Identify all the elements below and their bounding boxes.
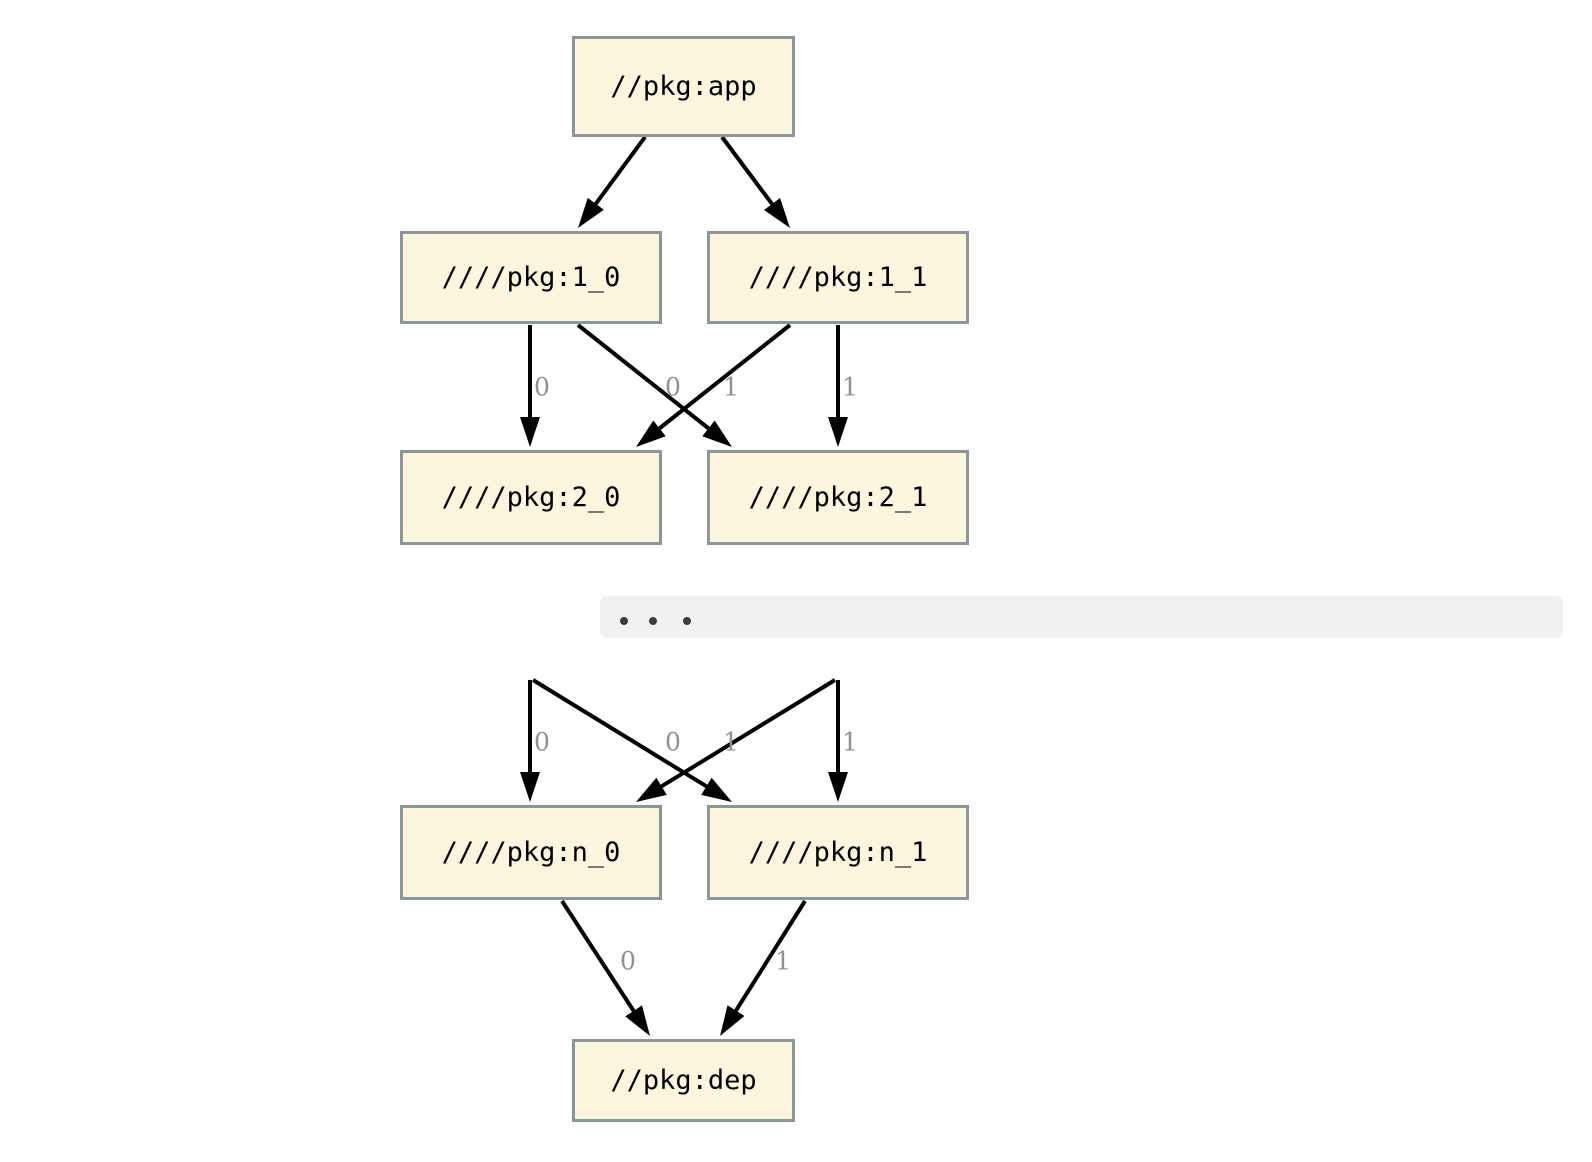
edge-label: 0 <box>665 372 681 402</box>
edge-line <box>576 323 710 430</box>
edge-label: 1 <box>723 372 739 402</box>
edge-arrowhead <box>828 417 848 447</box>
node-label: //pkg:dep <box>610 1065 757 1096</box>
edge-label: 1 <box>723 727 739 757</box>
edge-line <box>734 899 807 1012</box>
edge-arrowhead <box>701 777 732 802</box>
edge-label: 1 <box>842 727 858 757</box>
graph-node-nn_1[interactable]: ////pkg:n_1 <box>707 805 969 900</box>
truncation-indicator-band <box>600 596 1563 638</box>
graph-edge <box>636 323 792 447</box>
graph-edge <box>576 323 732 447</box>
graph-node-n2_0[interactable]: ////pkg:2_0 <box>400 450 662 545</box>
edge-arrowhead <box>636 420 666 447</box>
node-label: ////pkg:1_1 <box>748 262 928 293</box>
graph-edge <box>578 135 647 228</box>
graph-node-nn_0[interactable]: ////pkg:n_0 <box>400 805 662 900</box>
graph-edge <box>560 899 650 1036</box>
edge-label: 0 <box>534 727 550 757</box>
graph-edge <box>720 135 790 228</box>
edge-line <box>720 135 774 206</box>
node-label: ////pkg:1_0 <box>441 262 621 293</box>
node-label: //pkg:app <box>610 71 757 102</box>
graph-node-n1_1[interactable]: ////pkg:1_1 <box>707 231 969 324</box>
edge-arrowhead <box>720 1005 745 1036</box>
node-label: ////pkg:2_0 <box>441 482 621 513</box>
ellipsis-dot-icon <box>649 617 657 625</box>
edge-arrowhead <box>764 197 790 228</box>
edge-arrowhead <box>625 1005 650 1036</box>
edge-arrowhead <box>520 417 540 447</box>
node-label: ////pkg:n_0 <box>441 837 621 868</box>
edge-line <box>660 678 837 789</box>
edge-arrowhead <box>520 772 540 802</box>
edge-label: 1 <box>775 946 791 976</box>
graph-node-n2_1[interactable]: ////pkg:2_1 <box>707 450 969 545</box>
edge-arrowhead <box>636 777 667 802</box>
edge-arrowhead <box>578 197 604 228</box>
edge-arrowhead <box>702 420 732 447</box>
edge-line <box>594 135 647 206</box>
edge-arrowhead <box>828 772 848 802</box>
graph-node-dep[interactable]: //pkg:dep <box>572 1039 795 1122</box>
edge-label: 0 <box>665 727 681 757</box>
node-label: ////pkg:n_1 <box>748 837 928 868</box>
graph-edge <box>531 678 732 802</box>
edge-label: 1 <box>842 372 858 402</box>
ellipsis-dot-icon <box>620 617 628 625</box>
node-label: ////pkg:2_1 <box>748 482 928 513</box>
graph-edge <box>720 899 807 1036</box>
graph-node-app[interactable]: //pkg:app <box>572 36 795 137</box>
edge-label: 0 <box>534 372 550 402</box>
edge-label: 0 <box>620 946 636 976</box>
ellipsis-dot-icon <box>683 617 691 625</box>
graph-node-n1_0[interactable]: ////pkg:1_0 <box>400 231 662 324</box>
